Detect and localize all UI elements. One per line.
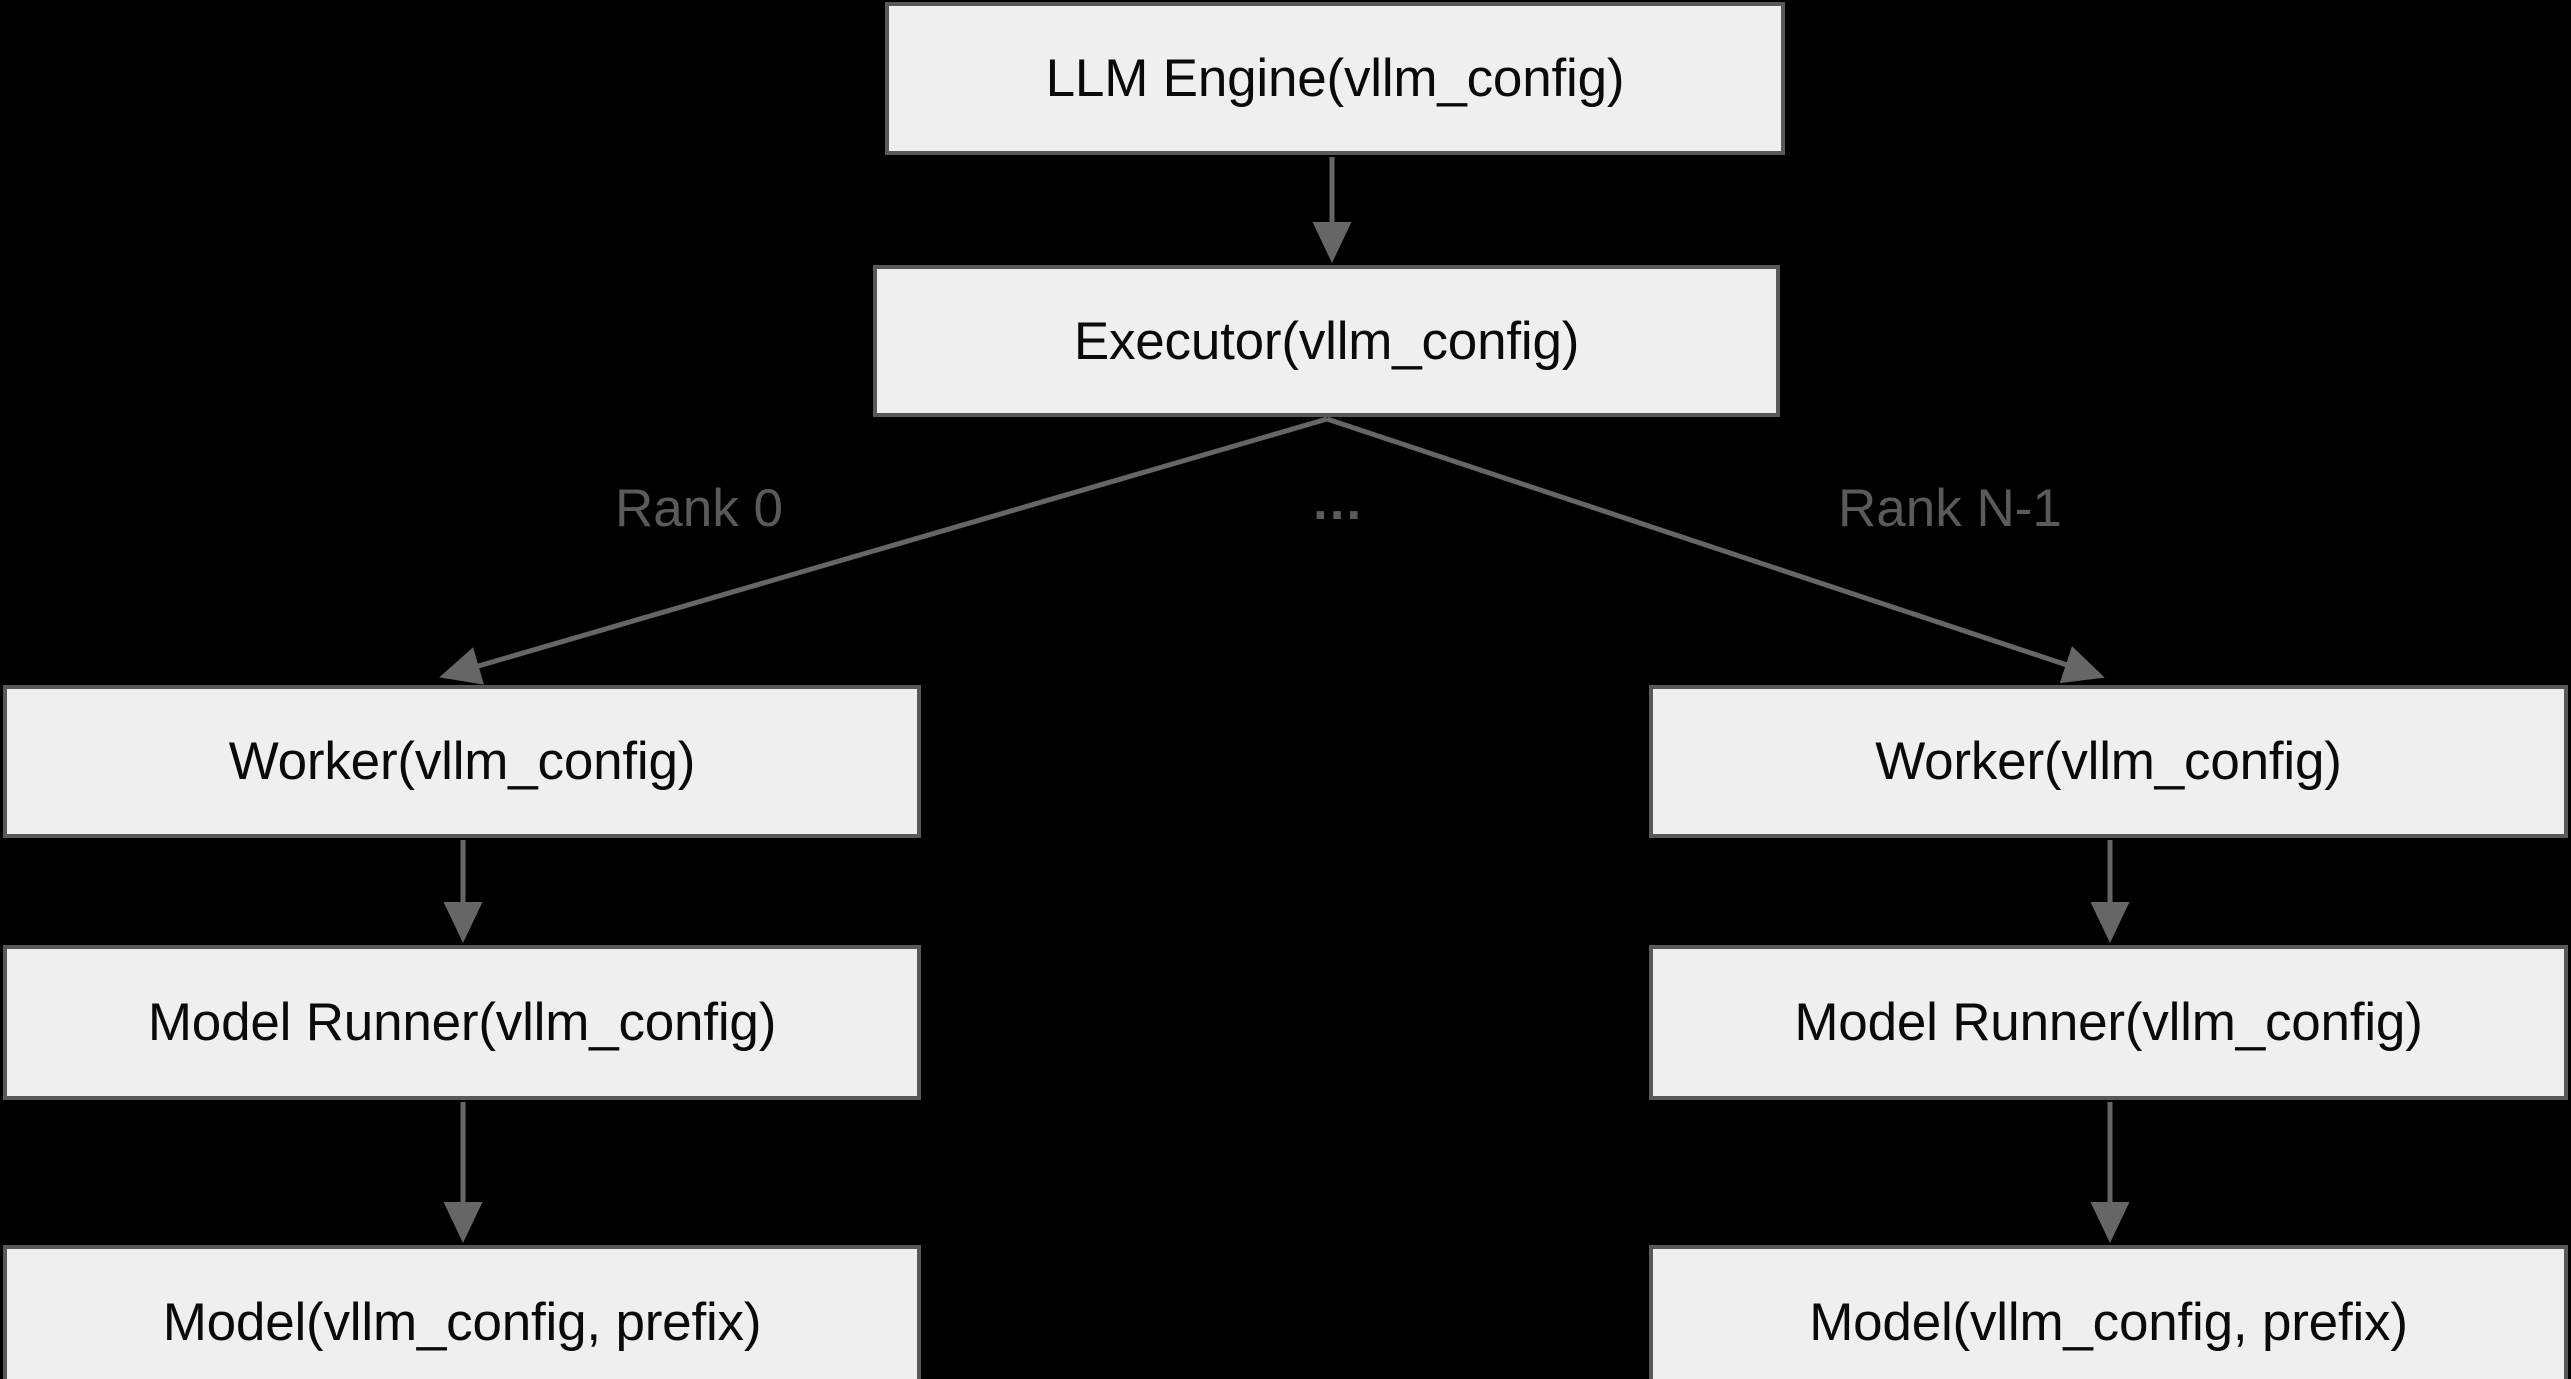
node-model-rank0[interactable]: Model(vllm_config, prefix): [3, 1245, 921, 1379]
edge-executor-to-worker-rankn: [1326, 416, 2105, 684]
node-llm-engine[interactable]: LLM Engine(vllm_config): [885, 2, 1785, 155]
node-model-rankn[interactable]: Model(vllm_config, prefix): [1649, 1245, 2568, 1379]
node-model-runner-rankn[interactable]: Model Runner(vllm_config): [1649, 945, 2568, 1100]
edge-label-rank-0: Rank 0: [615, 479, 783, 538]
edge-label-rank-n-minus-1: Rank N-1: [1838, 479, 2062, 538]
node-worker-rank0[interactable]: Worker(vllm_config): [3, 685, 921, 838]
edge-executor-to-worker-rank0: [439, 416, 1328, 685]
node-executor[interactable]: Executor(vllm_config): [873, 265, 1780, 417]
edge-label-ellipsis: ...: [1313, 472, 1364, 531]
node-model-runner-rank0[interactable]: Model Runner(vllm_config): [3, 945, 921, 1100]
node-worker-rankn[interactable]: Worker(vllm_config): [1649, 685, 2568, 838]
